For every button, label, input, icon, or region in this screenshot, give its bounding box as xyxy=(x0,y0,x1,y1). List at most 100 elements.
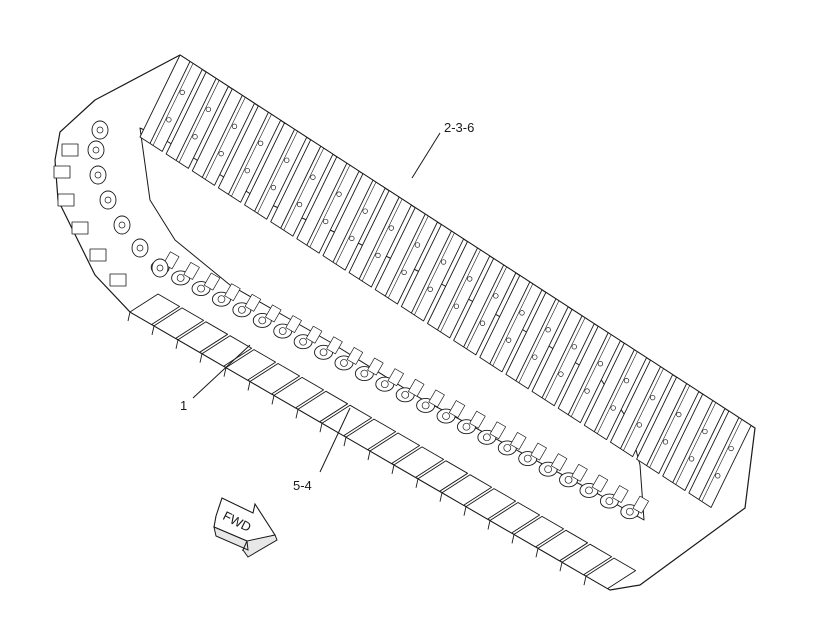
bottom-shoe-plate xyxy=(345,418,397,451)
grouser-tooth xyxy=(559,562,563,572)
bottom-shoe-plate xyxy=(153,307,205,339)
bolt-hole xyxy=(610,405,616,411)
bolt-hole xyxy=(636,422,642,428)
grouser-edge xyxy=(335,182,377,265)
link-plate xyxy=(591,474,609,493)
bottom-shoe-plates xyxy=(127,293,637,590)
link-plate xyxy=(203,272,221,291)
grouser-edge xyxy=(649,385,690,468)
bolt-hole xyxy=(401,269,407,275)
callout-label-5-4: 5-4 xyxy=(293,478,312,493)
bolt-hole xyxy=(205,106,212,113)
grouser-ridge xyxy=(437,247,478,331)
leader-line-5-4 xyxy=(319,407,351,473)
end-link-pin xyxy=(136,244,144,252)
bolt-hole xyxy=(323,218,329,225)
link-plate xyxy=(632,495,649,514)
grouser-edge xyxy=(570,334,612,417)
end-link-pin xyxy=(118,221,126,229)
grouser-ridge xyxy=(672,400,714,483)
track-chain xyxy=(53,54,756,591)
link-plate xyxy=(550,453,568,472)
leader-line-1 xyxy=(192,344,251,399)
link-plate xyxy=(448,400,466,418)
end-shoe-plate xyxy=(71,221,89,235)
bolt-hole xyxy=(244,167,250,174)
end-curve-links xyxy=(53,120,169,287)
link-plate xyxy=(367,357,384,376)
top-shoe-plate xyxy=(191,88,255,186)
bolt-hole xyxy=(506,337,512,343)
end-link-pin xyxy=(104,196,112,204)
grouser-ridge xyxy=(489,281,531,365)
bottom-shoe-plate xyxy=(297,390,349,423)
link-plate xyxy=(469,410,486,429)
bolt-hole xyxy=(362,208,368,214)
grouser-tooth xyxy=(319,423,323,433)
link-plate xyxy=(510,432,527,450)
link-pin xyxy=(360,369,369,378)
grouser-edge xyxy=(231,114,272,197)
top-shoe-plate xyxy=(427,241,491,339)
top-shoe-plate xyxy=(296,156,360,254)
callout-label-1: 1 xyxy=(180,398,187,413)
bottom-shoe-plate xyxy=(537,529,589,562)
bottom-shoe-plate xyxy=(513,515,565,548)
link-plate xyxy=(305,325,323,344)
grouser-edge xyxy=(387,215,429,299)
grouser-ridge xyxy=(332,179,374,263)
link-plate xyxy=(571,463,588,482)
link-pin xyxy=(564,475,573,484)
top-shoe-plate xyxy=(139,54,203,152)
link-plate xyxy=(428,389,445,408)
bolt-hole xyxy=(310,174,316,180)
bolt-hole xyxy=(375,252,381,259)
grouser-tooth xyxy=(391,464,395,474)
end-shoe-plate xyxy=(89,248,107,262)
top-shoe-plate xyxy=(662,393,726,491)
top-shoe-plate xyxy=(244,122,308,220)
top-shoe-plate xyxy=(583,342,647,441)
grouser-edge xyxy=(597,351,638,434)
grouser-tooth xyxy=(367,450,371,461)
grouser-ridge xyxy=(567,332,609,415)
bottom-shoe-plate xyxy=(249,363,301,395)
link-plate xyxy=(265,304,282,323)
link-pin xyxy=(503,444,512,452)
top-shoe-plate xyxy=(531,308,595,407)
link-plate xyxy=(183,262,200,280)
grouser-tooth xyxy=(151,325,155,335)
top-shoe-plate xyxy=(165,71,229,169)
grouser-edge xyxy=(623,368,664,451)
link-plate xyxy=(326,336,343,355)
end-link-pin xyxy=(156,264,164,272)
bottom-shoe-plate xyxy=(369,432,421,464)
link-pin xyxy=(605,497,614,505)
grouser-ridge xyxy=(306,163,348,246)
grouser-edge xyxy=(466,266,507,350)
grouser-tooth xyxy=(415,478,419,488)
grouser-tooth xyxy=(463,506,467,516)
bolt-hole xyxy=(296,201,303,208)
bolt-hole xyxy=(270,184,277,191)
grouser-ridge xyxy=(280,146,322,229)
link-plate xyxy=(387,368,404,387)
end-link-pin xyxy=(96,126,104,134)
grouser-ridge xyxy=(149,61,191,144)
link-plate xyxy=(346,347,364,365)
grouser-ridge xyxy=(384,213,426,297)
top-shoe-plate xyxy=(217,105,282,203)
grouser-edge xyxy=(309,165,351,248)
end-link-pin xyxy=(94,171,102,179)
grouser-tooth xyxy=(247,381,251,391)
grouser-edge xyxy=(361,198,403,282)
bolt-hole xyxy=(571,344,577,350)
top-shoe-plate xyxy=(322,173,386,271)
link-pin xyxy=(585,486,593,495)
bottom-shoe-plate xyxy=(129,293,181,325)
link-plate xyxy=(612,485,629,503)
link-pin xyxy=(483,433,491,442)
grouser-ridge xyxy=(175,78,217,161)
grouser-ridge xyxy=(515,298,557,382)
